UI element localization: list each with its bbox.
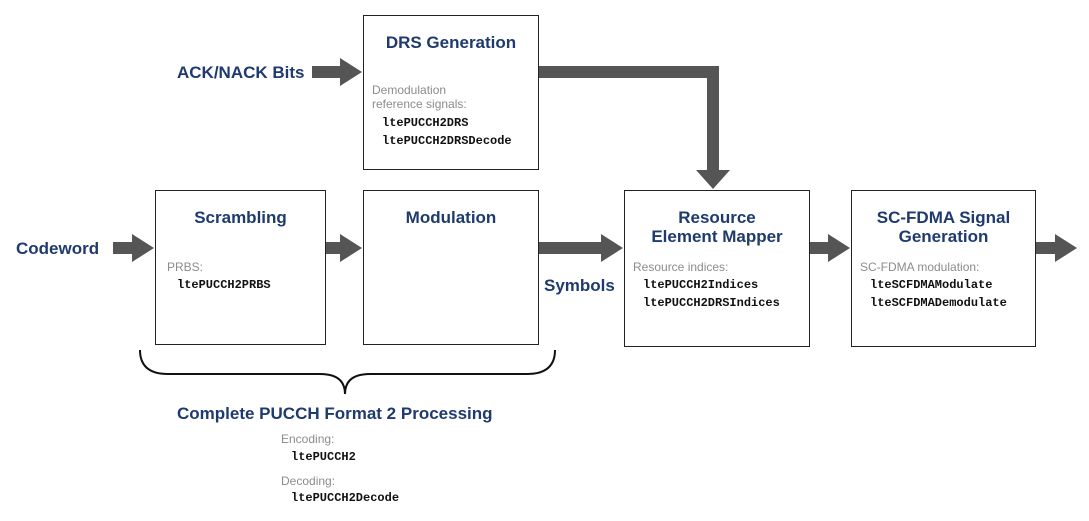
- arrow-drs-to-mapper: [539, 66, 730, 189]
- encoding-caption: Encoding:: [281, 432, 335, 446]
- arrow-modulation-to-mapper: [539, 234, 623, 262]
- scfdma-caption: SC-FDMA modulation:: [860, 260, 980, 274]
- arrow-ack-to-drs: [312, 58, 362, 86]
- decoding-function: ltePUCCH2Decode: [291, 491, 400, 505]
- scfdma-title-line2: Generation: [898, 227, 989, 246]
- decoding-caption: Decoding:: [281, 474, 336, 488]
- drs-caption-line2: reference signals:: [372, 97, 467, 111]
- drs-caption-line1: Demodulation: [372, 83, 447, 97]
- processing-brace: [139, 349, 556, 395]
- modulation-title: Modulation: [405, 208, 497, 227]
- scfdma-modulate-function: lteSCFDMAModulate: [870, 278, 993, 292]
- processing-title: Complete PUCCH Format 2 Processing: [177, 404, 493, 423]
- mapper-drs-indices-function: ltePUCCH2DRSIndices: [643, 296, 780, 310]
- symbols-label: Symbols: [544, 276, 615, 295]
- arrow-mapper-to-scfdma: [810, 234, 850, 262]
- drs-function: ltePUCCH2DRS: [382, 116, 469, 130]
- mapper-caption: Resource indices:: [633, 260, 729, 274]
- modulation-block: Modulation: [363, 190, 539, 345]
- scfdma-demodulate-function: lteSCFDMADemodulate: [870, 296, 1007, 310]
- scfdma-title-line1: SC-FDMA Signal: [876, 208, 1011, 227]
- mapper-indices-function: ltePUCCH2Indices: [643, 278, 759, 292]
- codeword-label: Codeword: [16, 239, 100, 258]
- sc-fdma-generation-block: SC-FDMA Signal Generation SC-FDMA modula…: [851, 190, 1036, 347]
- drs-generation-block: DRS Generation Demodulation reference si…: [363, 15, 539, 170]
- mapper-title-line2: Element Mapper: [651, 227, 783, 246]
- scrambling-caption: PRBS:: [167, 260, 204, 274]
- arrow-scfdma-output: [1036, 234, 1077, 262]
- scrambling-function: ltePUCCH2PRBS: [177, 278, 271, 292]
- drs-generation-title: DRS Generation: [385, 33, 517, 52]
- arrow-scrambling-to-modulation: [326, 234, 362, 262]
- ack-nack-bits-label: ACK/NACK Bits: [177, 63, 305, 82]
- encoding-function: ltePUCCH2: [291, 450, 356, 464]
- resource-element-mapper-block: Resource Element Mapper Resource indices…: [624, 190, 810, 347]
- scrambling-title: Scrambling: [194, 208, 287, 227]
- scrambling-block: Scrambling PRBS: ltePUCCH2PRBS: [155, 190, 326, 345]
- mapper-title-line1: Resource: [678, 208, 756, 227]
- arrow-codeword-to-scrambling: [113, 234, 154, 262]
- drs-decode-function: ltePUCCH2DRSDecode: [382, 134, 512, 148]
